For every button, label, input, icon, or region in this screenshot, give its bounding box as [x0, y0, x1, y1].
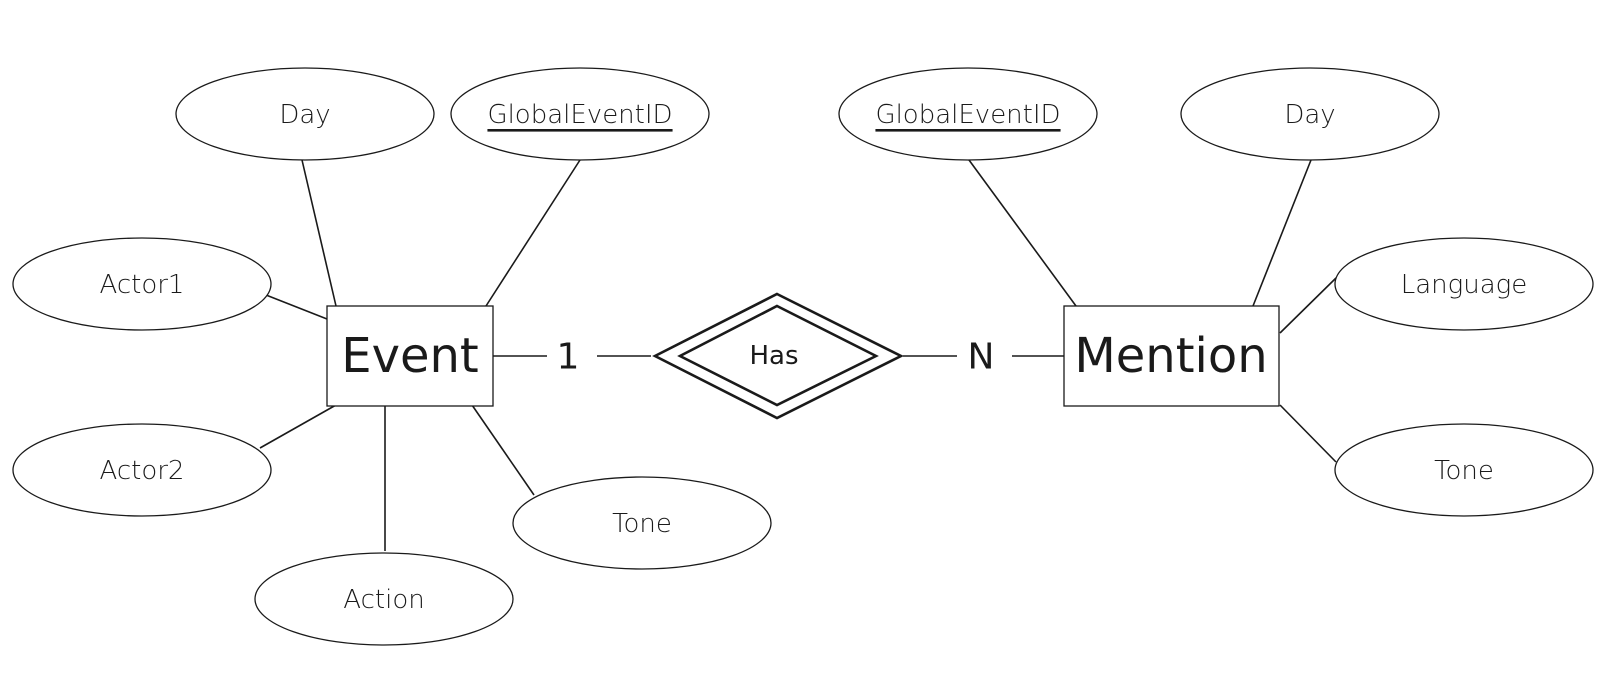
attribute-event-tone-label: Tone — [612, 509, 672, 539]
attribute-mention-globaleventid[interactable]: GlobalEventID — [838, 67, 1098, 161]
attribute-event-action-label: Action — [343, 585, 424, 615]
attribute-event-day[interactable]: Day — [175, 67, 435, 161]
connector-event-actor2 — [259, 404, 337, 449]
entity-event[interactable]: Event — [326, 305, 494, 407]
attribute-event-action-ellipse — [254, 552, 514, 646]
attribute-mention-language[interactable]: Language — [1334, 237, 1594, 331]
attribute-event-globaleventid-ellipse — [450, 67, 710, 161]
entity-mention-label: Mention — [1074, 328, 1267, 384]
attribute-mention-language-label: Language — [1401, 270, 1528, 300]
attribute-event-actor2[interactable]: Actor2 — [12, 423, 272, 517]
connector-mention-day — [1252, 159, 1312, 307]
entity-mention-box — [1063, 305, 1280, 407]
attribute-event-globaleventid-label: GlobalEventID — [487, 100, 672, 130]
attribute-event-actor1[interactable]: Actor1 — [12, 237, 272, 331]
attribute-event-tone-ellipse — [512, 476, 772, 570]
attribute-mention-globaleventid-label: GlobalEventID — [875, 100, 1060, 130]
attribute-mention-globaleventid-ellipse — [838, 67, 1098, 161]
attribute-event-action[interactable]: Action — [254, 552, 514, 646]
connector-event-day — [301, 159, 337, 307]
attribute-event-actor1-ellipse — [12, 237, 272, 331]
connector-event-tone — [471, 404, 535, 496]
connector-mention-language — [1279, 277, 1337, 334]
attribute-mention-tone-ellipse — [1334, 423, 1594, 517]
attribute-mention-tone[interactable]: Tone — [1334, 423, 1594, 517]
connector-event-actor1 — [265, 294, 328, 320]
connector-lines — [259, 159, 1337, 551]
attribute-event-actor2-ellipse — [12, 423, 272, 517]
attribute-event-day-label: Day — [279, 100, 330, 130]
attribute-event-globaleventid[interactable]: GlobalEventID — [450, 67, 710, 161]
attribute-event-day-ellipse — [175, 67, 435, 161]
relationship-has-inner-diamond — [677, 304, 879, 407]
entity-event-box — [326, 305, 494, 407]
entity-event-label: Event — [341, 328, 479, 384]
attribute-mention-language-ellipse — [1334, 237, 1594, 331]
attribute-event-actor2-label: Actor2 — [100, 456, 185, 486]
attribute-mention-tone-label: Tone — [1434, 456, 1494, 486]
entity-mention[interactable]: Mention — [1063, 305, 1280, 407]
cardinality-event-side: 1 — [557, 337, 580, 378]
attribute-mention-day-ellipse — [1180, 67, 1440, 161]
cardinality-mention-side: N — [968, 337, 995, 378]
attribute-event-actor1-label: Actor1 — [100, 270, 185, 300]
connector-mention-globaleventid — [968, 159, 1077, 307]
relationship-has-label: Has — [749, 341, 798, 371]
connector-mention-tone — [1279, 404, 1337, 463]
connector-event-globaleventid — [485, 159, 581, 307]
attribute-event-tone[interactable]: Tone — [512, 476, 772, 570]
relationship-has[interactable]: Has — [652, 292, 904, 420]
attribute-mention-day-label: Day — [1284, 100, 1335, 130]
attribute-mention-day[interactable]: Day — [1180, 67, 1440, 161]
